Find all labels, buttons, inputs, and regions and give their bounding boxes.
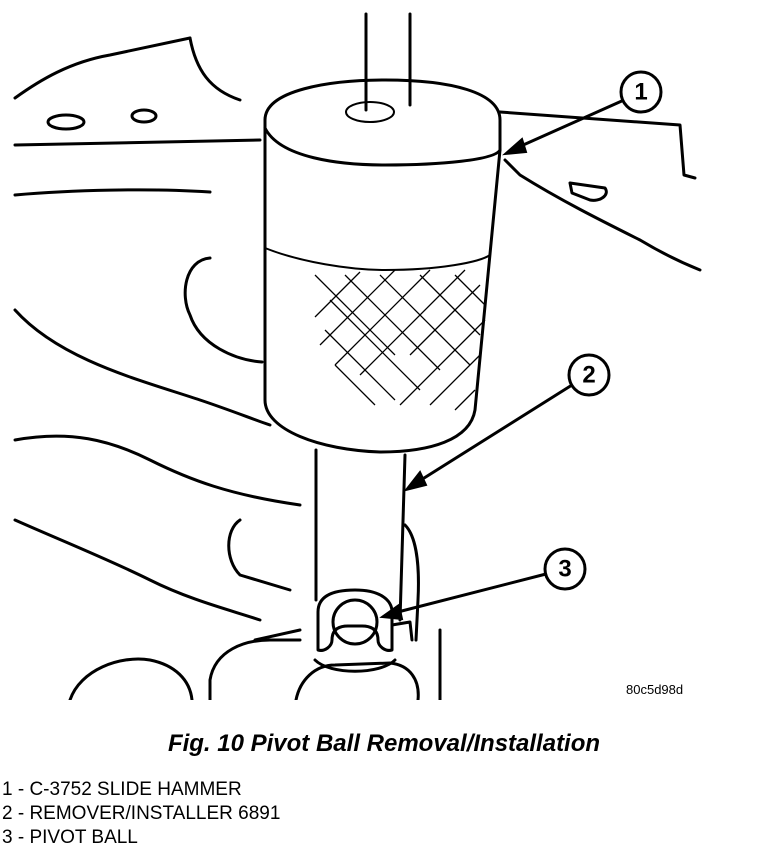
knurled-grip <box>314 269 486 411</box>
callout-number: 2 <box>582 362 595 389</box>
figure-caption: Fig. 10 Pivot Ball Removal/Installation <box>167 730 601 757</box>
pivot-ball <box>313 588 414 673</box>
callout-circle <box>567 353 611 397</box>
callout-3: 3 <box>379 547 587 621</box>
callout-number: 1 <box>634 79 647 106</box>
slide-hammer <box>263 12 502 454</box>
callout-circle <box>543 547 587 591</box>
legend: 1 - C-3752 SLIDE HAMMER 2 - REMOVER/INST… <box>2 778 280 850</box>
callout-circle <box>619 70 663 114</box>
legend-item: 3 - PIVOT BALL <box>2 827 138 848</box>
diagram-illustration: 1 2 3 80c5d98d <box>13 12 702 700</box>
remover-installer-shaft <box>314 448 407 622</box>
image-code: 80c5d98d <box>626 682 683 697</box>
cylinder-head-outline <box>13 14 702 700</box>
legend-item: 2 - REMOVER/INSTALLER 6891 <box>2 803 281 824</box>
callout-1: 1 <box>502 70 663 156</box>
callout-2: 2 <box>403 353 611 492</box>
legend-item: 1 - C-3752 SLIDE HAMMER <box>2 779 242 800</box>
callout-number: 3 <box>558 556 571 583</box>
